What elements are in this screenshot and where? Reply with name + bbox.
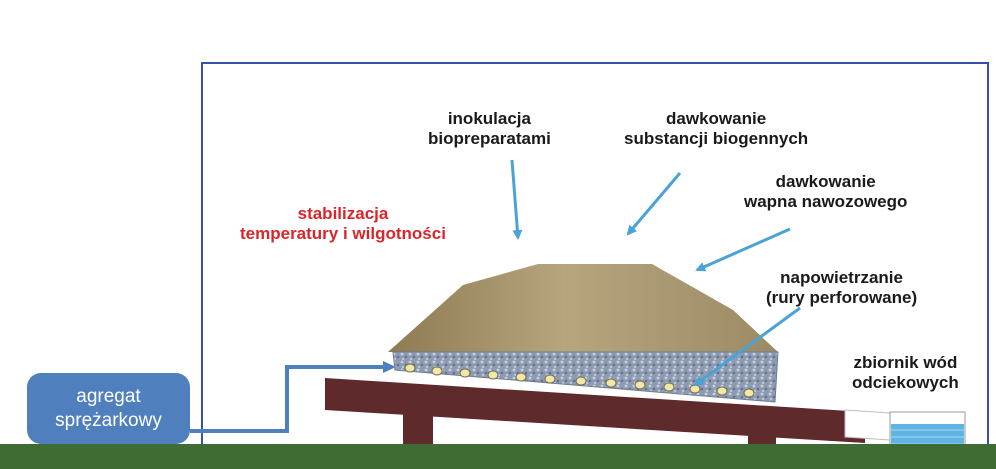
label-dawkowanie-wapna: dawkowanie wapna nawozowego bbox=[744, 172, 908, 211]
air-pipe bbox=[190, 365, 385, 433]
air-pipe-arrowhead bbox=[383, 361, 396, 373]
compressor-label-line1: agregat bbox=[76, 385, 141, 407]
label-zbiornik: zbiornik wód odciekowych bbox=[852, 353, 959, 392]
compressor-unit: agregat sprężarkowy bbox=[27, 373, 190, 444]
gravel-bed bbox=[392, 351, 779, 403]
platform-leg-left bbox=[403, 400, 433, 450]
compressor-label-line2: sprężarkowy bbox=[55, 409, 162, 431]
ground bbox=[0, 444, 996, 469]
arrow-biogenne bbox=[626, 172, 682, 236]
arrow-wapno bbox=[695, 227, 791, 272]
arrow-inokulacja bbox=[510, 159, 523, 240]
label-inokulacja: inokulacja biopreparatami bbox=[428, 109, 551, 148]
label-napowietrzanie: napowietrzanie (rury perforowane) bbox=[766, 268, 918, 307]
drain-channel bbox=[844, 409, 891, 441]
label-dawkowanie-biogenne: dawkowanie substancji biogennych bbox=[624, 109, 809, 148]
platform-deck bbox=[325, 378, 865, 443]
arrow-napowietrzanie bbox=[693, 306, 801, 387]
compost-pile bbox=[388, 264, 778, 352]
label-stabilizacja: stabilizacja temperatury i wilgotności bbox=[240, 204, 446, 243]
